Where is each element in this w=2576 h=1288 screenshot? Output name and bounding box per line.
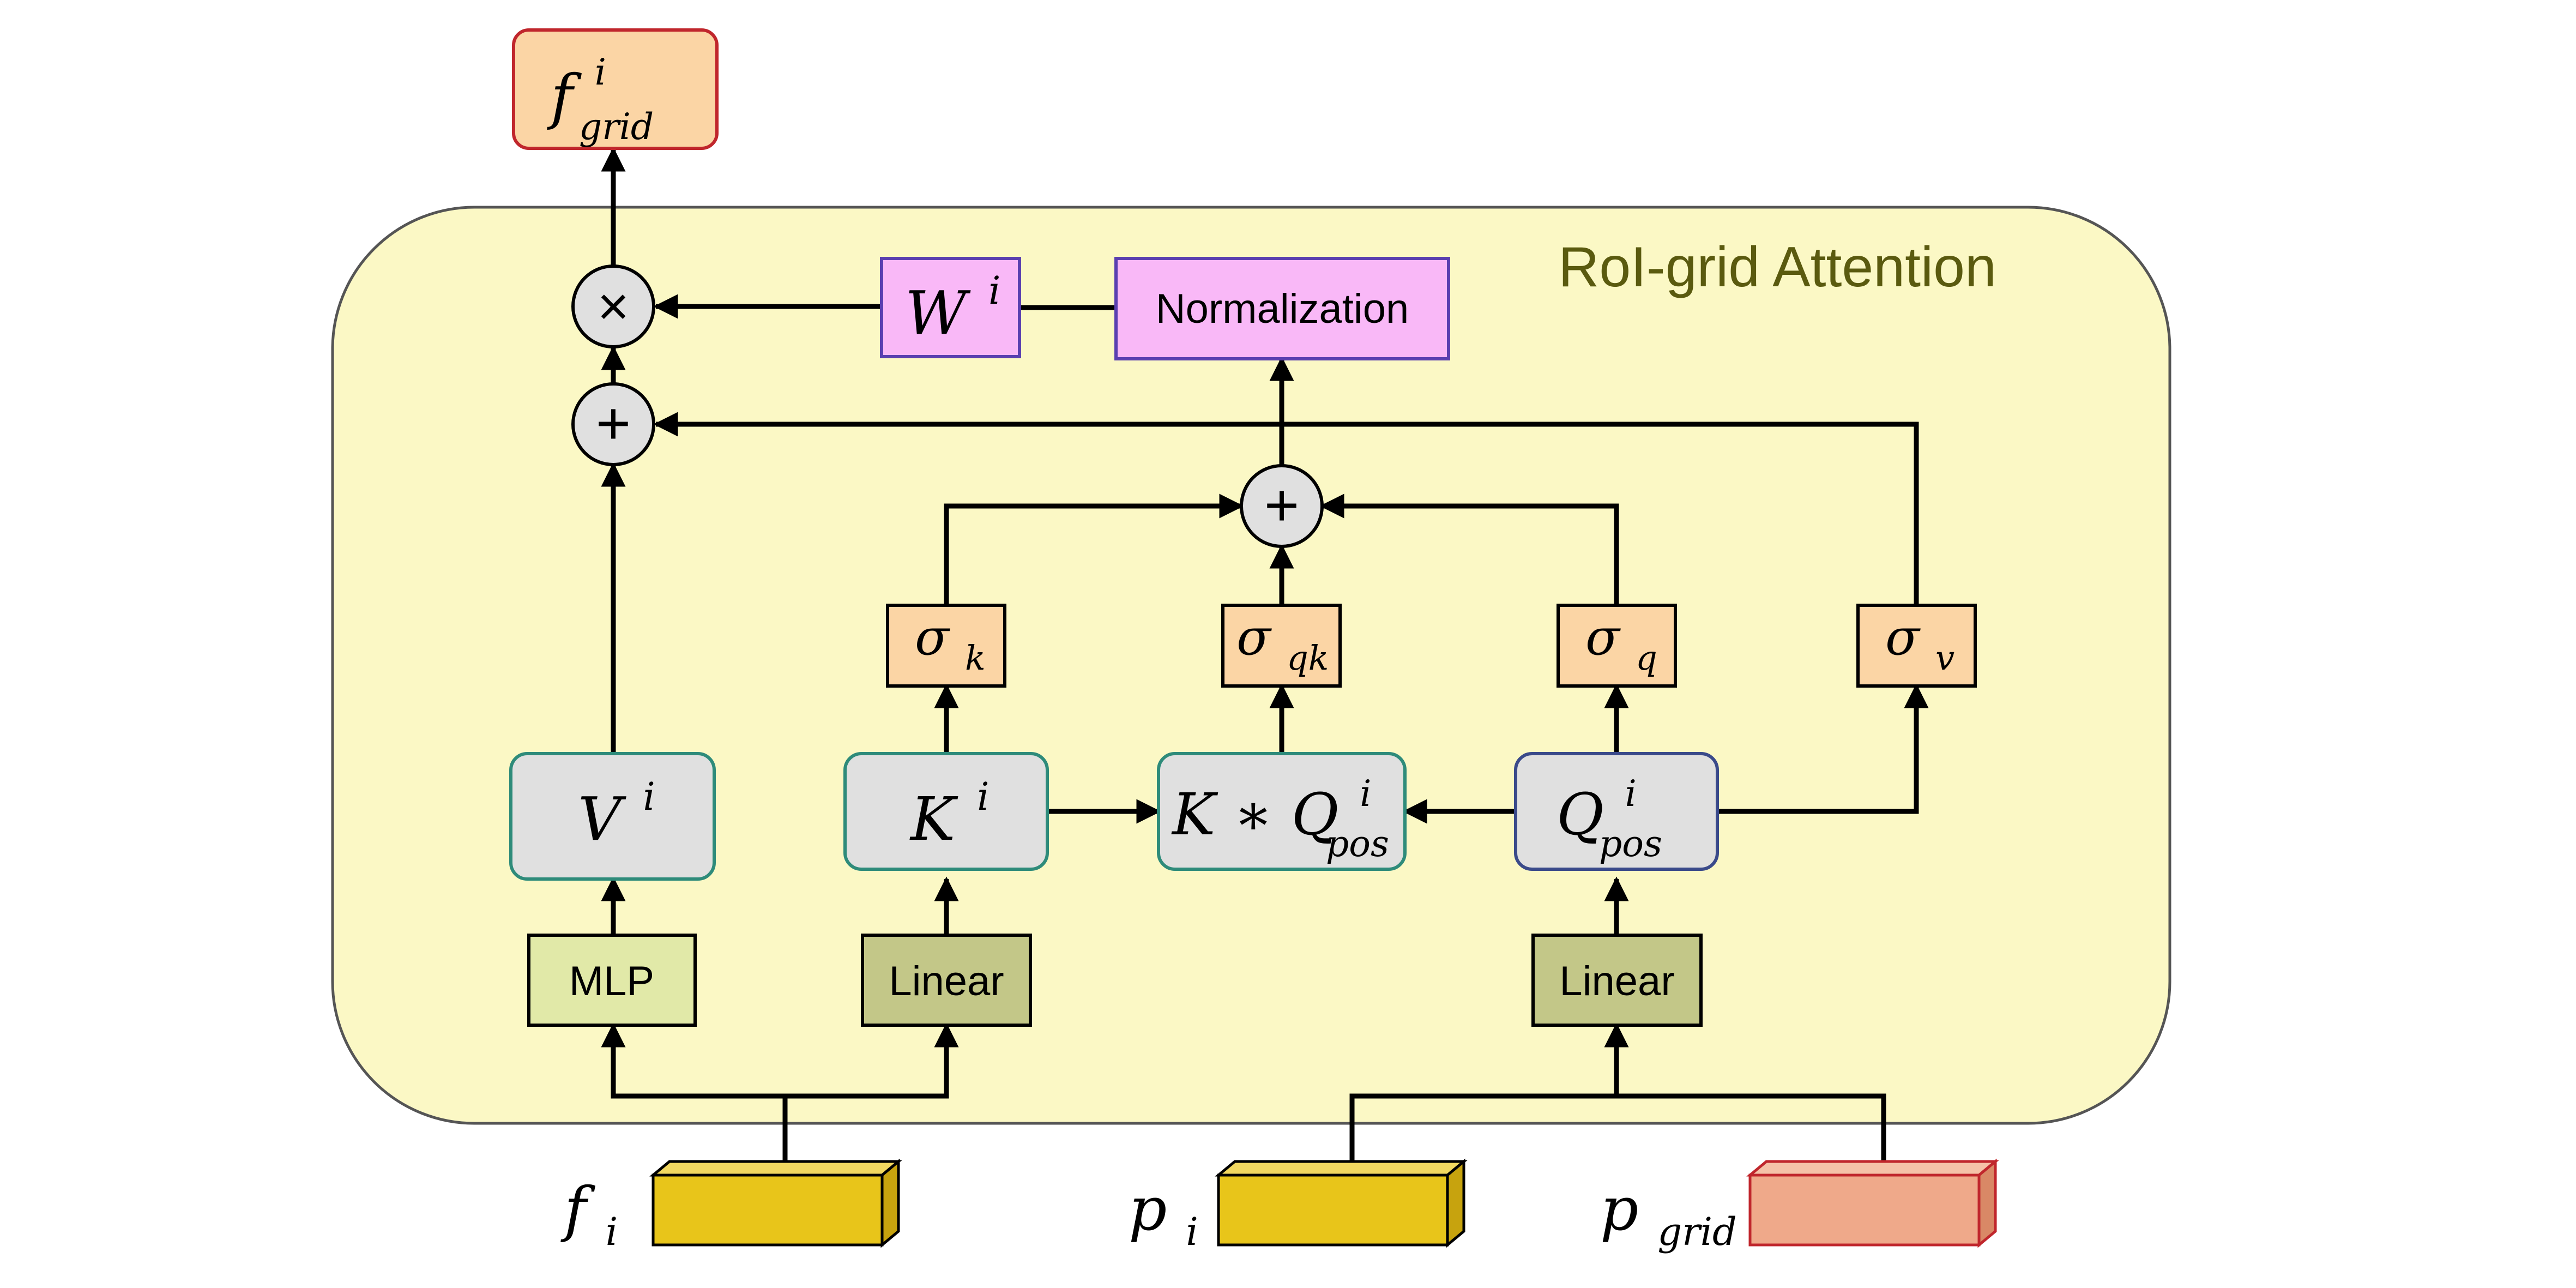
value-box: V i [509,752,716,881]
kq-sub: pos [1326,823,1389,865]
sigma-q-sub: q [1636,638,1657,678]
input-f-sub: i [606,1209,618,1254]
panel-title: RoI-grid Attention [1558,236,1996,299]
query-sup: i [1625,773,1637,815]
add-operator-middle: + [1240,464,1324,548]
sigma-k-label: σ [915,608,950,666]
add-symbol-left: + [596,390,631,457]
svg-text:p i: p i [1129,1174,1198,1254]
mlp-label: MLP [569,958,654,1004]
query-label: Q [1557,781,1604,848]
input-f: f i [560,1158,902,1254]
svg-text:σ qk: σ qk [1236,608,1329,678]
sigma-k-sub: k [965,638,986,678]
add-symbol-middle: + [1264,472,1299,539]
sigma-qk-sub: qk [1287,638,1329,678]
value-label: V [578,784,626,854]
sigma-q-box: σ q [1557,604,1677,688]
svg-text:K ∗ Q i pos: K ∗ Q i pos [1171,753,1390,865]
input-pgrid-sub: grid [1657,1209,1736,1254]
svg-text:f i: f i [560,1174,618,1254]
edge-pgrid-to-linear-q [1616,1093,1886,1172]
sigma-v-label: σ [1885,608,1921,666]
sigma-qk-label: σ [1236,608,1272,666]
edge-sigma-k-to-plus [944,493,1244,605]
svg-text:V i: V i [578,774,655,854]
sigma-qk-box: σ qk [1221,604,1342,688]
mlp-box: MLP [527,934,697,1027]
weight-box: W i [880,257,1021,358]
svg-text:p grid: p grid [1600,1174,1737,1254]
edge-p-to-linear-q [1349,1022,1629,1172]
normalization-label: Normalization [1156,286,1409,332]
add-operator-left: + [571,382,655,466]
output-box: f i grid [512,28,719,150]
svg-text:f i grid: f i grid [547,29,654,148]
output-label: f [547,62,582,131]
sigma-q-label: σ [1585,608,1621,666]
weight-label: W [905,278,971,348]
linear-k-box: Linear [861,934,1032,1027]
output-sub: grid [579,106,654,148]
key-sup: i [977,774,989,819]
edge-sigma-q-to-plus [1319,493,1619,605]
linear-k-label: Linear [889,958,1004,1004]
multiply-operator: × [571,264,655,348]
key-label: K [909,784,958,854]
edge-fi-split [601,1022,788,1172]
svg-text:W i: W i [905,268,1000,348]
edge-q-to-sigma-v [1717,683,1929,814]
kq-label: K ∗ Q [1171,781,1339,848]
svg-text:σ k: σ k [915,608,986,678]
edge-fi-to-linear-k [785,1022,959,1099]
svg-text:σ q: σ q [1585,608,1657,678]
input-p: p i [1129,1158,1468,1254]
value-sup: i [643,774,655,819]
input-pgrid-label: p [1600,1174,1638,1244]
svg-text:σ v: σ v [1885,608,1954,678]
key-query-product-box: K ∗ Q i pos [1157,752,1407,871]
svg-text:Q i pos: Q i pos [1557,753,1662,865]
multiply-symbol: × [598,276,629,337]
edge-sigma-v-to-plus [653,412,1919,605]
sigma-v-sub: v [1935,638,1954,678]
input-f-label: f [560,1174,595,1244]
linear-q-box: Linear [1531,934,1703,1027]
weight-sup: i [988,268,1000,313]
kq-sup: i [1360,773,1371,815]
connectors [601,147,1929,1172]
sigma-k-box: σ k [886,604,1006,688]
key-box: K i [843,752,1049,871]
input-p-label: p [1129,1174,1167,1244]
normalization-box: Normalization [1114,257,1450,360]
input-p-sub: i [1186,1209,1198,1254]
input-pgrid: p grid [1600,1158,1999,1254]
svg-text:K i: K i [909,774,990,854]
query-sub: pos [1599,823,1662,865]
sigma-v-box: σ v [1856,604,1977,688]
query-box: Q i pos [1514,752,1719,871]
output-sup: i [595,51,606,93]
linear-q-label: Linear [1559,958,1674,1004]
